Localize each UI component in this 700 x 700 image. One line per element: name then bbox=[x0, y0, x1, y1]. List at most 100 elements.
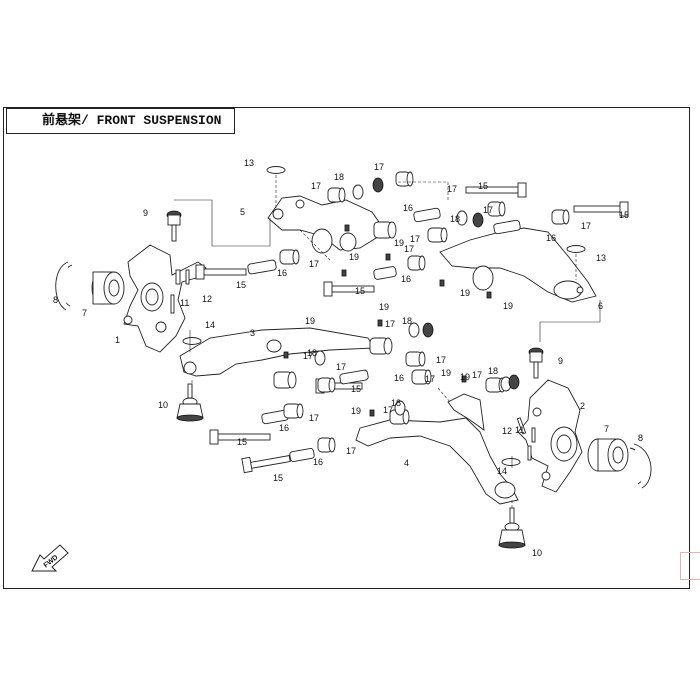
callout-fitting-h: 19 bbox=[351, 406, 361, 416]
callout-fitting-d: 19 bbox=[394, 238, 404, 248]
callout-ball-joint-lower-left: 10 bbox=[158, 400, 168, 410]
callout-ring-right: 13 bbox=[596, 253, 606, 263]
callout-nut-right: 12 bbox=[502, 426, 512, 436]
callout-washer-a: 18 bbox=[334, 172, 344, 182]
callout-washer-b: 18 bbox=[450, 214, 460, 224]
callout-upper-frame-right: 6 bbox=[598, 301, 603, 311]
callout-knuckle-right: 2 bbox=[580, 401, 585, 411]
callout-bolt-lower: 15 bbox=[237, 437, 247, 447]
callout-bolt-top: 15 bbox=[478, 181, 488, 191]
fwd-arrow-icon: FWD bbox=[31, 544, 69, 572]
callout-washer-c: 18 bbox=[402, 316, 412, 326]
page-title: 前悬架/ FRONT SUSPENSION bbox=[42, 113, 222, 128]
leader-lines bbox=[174, 175, 601, 510]
upper-frame-left bbox=[267, 195, 387, 254]
callout-sleeve-c: 16 bbox=[403, 203, 413, 213]
callout-bushing-m: 17 bbox=[425, 374, 435, 384]
callout-bushing-f: 17 bbox=[410, 234, 420, 244]
lower-arm bbox=[355, 393, 519, 505]
ball-joint-upper-left bbox=[166, 210, 182, 242]
callout-ring-left-arm: 14 bbox=[205, 320, 215, 330]
callout-fitting-e: 19 bbox=[379, 302, 389, 312]
callout-ball-joint-upper-left: 9 bbox=[143, 208, 148, 218]
bolt-mid bbox=[323, 281, 375, 297]
callout-bushing-c: 17 bbox=[483, 205, 493, 215]
callout-lower-arm: 4 bbox=[404, 458, 409, 468]
callout-washer-d: 18 bbox=[307, 348, 317, 358]
callout-washer-f: 18 bbox=[391, 398, 401, 408]
upper-frame-right bbox=[439, 227, 597, 303]
callout-bushing-h: 17 bbox=[404, 244, 414, 254]
callout-fitting-c: 19 bbox=[503, 301, 513, 311]
bearing-left bbox=[91, 271, 125, 305]
callouts: 1 2 3 4 5 6 7 7 8 8 9 9 10 10 11 11 12 1… bbox=[53, 158, 643, 558]
page-edge-mark bbox=[680, 552, 700, 580]
circlip-right bbox=[629, 443, 652, 489]
callout-nut-left: 12 bbox=[202, 294, 212, 304]
callout-ring-top: 13 bbox=[244, 158, 254, 168]
callout-bushing-e: 17 bbox=[447, 184, 457, 194]
callout-bushing-q: 17 bbox=[383, 405, 393, 415]
callout-bushing-l: 17 bbox=[336, 362, 346, 372]
ball-joint-lower-right bbox=[498, 507, 526, 549]
bushings bbox=[273, 171, 570, 453]
callout-bushing-n: 17 bbox=[472, 370, 482, 380]
callout-ring-right-arm: 14 bbox=[497, 466, 507, 476]
ball-joint-lower-left bbox=[176, 383, 204, 422]
ball-joint-upper-right bbox=[528, 347, 544, 379]
callout-bolt-mid-lower: 15 bbox=[351, 384, 361, 394]
washers bbox=[314, 177, 520, 416]
title-box bbox=[6, 108, 235, 134]
callout-circlip-right: 8 bbox=[638, 433, 643, 443]
knuckle-right bbox=[517, 379, 583, 493]
callout-bushing-k: 17 bbox=[303, 351, 313, 361]
callout-bushing-j: 17 bbox=[436, 355, 446, 365]
sleeves bbox=[247, 207, 521, 462]
bolt-top-right bbox=[573, 201, 629, 217]
bolt-lower bbox=[209, 429, 271, 445]
callout-ball-joint-lower-right: 10 bbox=[532, 548, 542, 558]
bolt-left-frame bbox=[195, 264, 247, 280]
callout-bolt-left-frame: 15 bbox=[236, 280, 246, 290]
grease-fittings bbox=[283, 224, 492, 417]
upper-arm-left bbox=[179, 327, 375, 377]
circlip-left bbox=[55, 261, 73, 311]
callout-bushing-b: 17 bbox=[311, 181, 321, 191]
callout-bushing-d: 17 bbox=[581, 221, 591, 231]
callout-bushing-o: 17 bbox=[309, 413, 319, 423]
callout-bolt-bottom: 15 bbox=[273, 473, 283, 483]
callout-sleeve-d: 16 bbox=[546, 233, 556, 243]
callout-upper-arm-left: 3 bbox=[250, 328, 255, 338]
callout-bushing-g: 17 bbox=[309, 259, 319, 269]
callout-fitting-a: 19 bbox=[349, 252, 359, 262]
callout-bolt-top-right: 15 bbox=[619, 210, 629, 220]
callout-bushing-p: 17 bbox=[346, 446, 356, 456]
callout-sleeve-g: 16 bbox=[313, 457, 323, 467]
bearing-right bbox=[587, 438, 629, 472]
pin-nut-right bbox=[516, 417, 536, 461]
knuckle-left bbox=[123, 244, 207, 353]
callout-circlip-left: 8 bbox=[53, 295, 58, 305]
callout-bearing-right: 7 bbox=[604, 424, 609, 434]
callout-bushing-a: 17 bbox=[374, 162, 384, 172]
callout-pin-right: 11 bbox=[515, 425, 524, 435]
callout-pin-left: 11 bbox=[180, 298, 189, 308]
callout-sleeve-e: 16 bbox=[394, 373, 404, 383]
callout-ball-joint-upper-right: 9 bbox=[558, 356, 563, 366]
callout-sleeve-f: 16 bbox=[279, 423, 289, 433]
diagram-frame bbox=[3, 107, 690, 589]
callout-bearing-left: 7 bbox=[82, 308, 87, 318]
bolt-top bbox=[465, 182, 527, 198]
callout-fitting-g: 19 bbox=[441, 368, 451, 378]
callout-sleeve-a: 16 bbox=[277, 268, 287, 278]
bolt-bottom bbox=[241, 455, 291, 474]
callout-knuckle-left: 1 bbox=[115, 335, 120, 345]
callout-sleeve-b: 16 bbox=[401, 274, 411, 284]
callout-fitting-i: 19 bbox=[460, 372, 470, 382]
rings bbox=[182, 166, 586, 466]
callout-bolt-mid: 15 bbox=[355, 286, 365, 296]
callout-bushing-i: 17 bbox=[385, 319, 395, 329]
pin-nut-left bbox=[170, 269, 190, 314]
